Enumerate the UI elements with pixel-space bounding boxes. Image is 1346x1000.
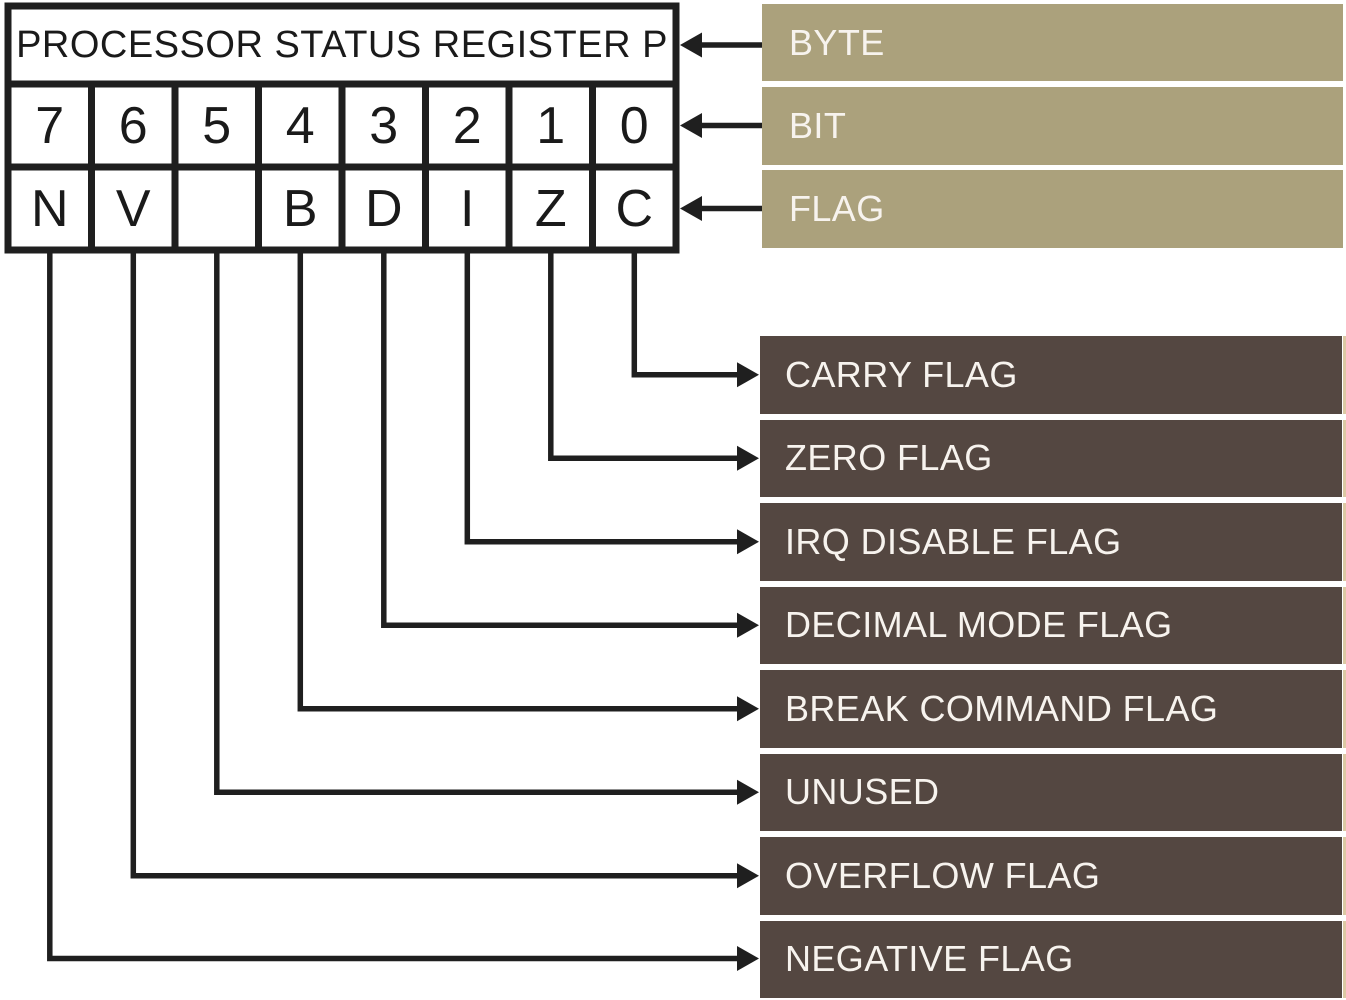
flag-arrow — [680, 196, 762, 221]
connector-bit1-zero — [548, 248, 759, 471]
unused-box: UNUSED — [760, 753, 1342, 831]
break-command-flag-label: BREAK COMMAND FLAG — [785, 687, 1219, 729]
carry-flag-label: CARRY FLAG — [785, 353, 1018, 395]
bit-number-2: 2 — [452, 96, 482, 155]
flag-letter-d: D — [364, 179, 403, 238]
byte-label: BYTE — [789, 21, 885, 63]
bit-number-1: 1 — [536, 96, 566, 155]
cropped-box-edge — [1343, 586, 1346, 664]
flag-label-box: FLAG — [762, 170, 1343, 248]
flag-letter-z: Z — [534, 179, 567, 238]
bit-number-6: 6 — [118, 96, 148, 155]
break-command-flag-box: BREAK COMMAND FLAG — [760, 670, 1342, 748]
cropped-box-edge — [1343, 419, 1346, 497]
decimal-mode-flag-label: DECIMAL MODE FLAG — [785, 604, 1173, 646]
overflow-flag-label: OVERFLOW FLAG — [785, 854, 1101, 896]
zero-flag-box: ZERO FLAG — [760, 419, 1342, 497]
flag-letter-n: N — [30, 179, 69, 238]
cropped-box-edge — [1343, 670, 1346, 748]
bit-number-7: 7 — [35, 96, 65, 155]
bit-number-4: 4 — [285, 96, 315, 155]
connector-bit7-negative — [47, 248, 759, 971]
bit-arrow — [680, 113, 762, 138]
carry-flag-box: CARRY FLAG — [760, 336, 1342, 414]
flag-letter-v: V — [115, 179, 151, 238]
bit-number-3: 3 — [369, 96, 399, 155]
flag-label: FLAG — [789, 188, 885, 229]
irq-disable-flag-label: IRQ DISABLE FLAG — [785, 520, 1122, 562]
negative-flag-label: NEGATIVE FLAG — [785, 938, 1074, 980]
flag-letter-c: C — [615, 179, 654, 238]
cropped-box-edge — [1343, 753, 1346, 831]
cropped-box-edge — [1343, 837, 1346, 915]
flag-letter-unused — [175, 167, 259, 250]
flag-letter-i: I — [460, 179, 475, 238]
connector-bit2-irq — [464, 248, 759, 555]
flag-letter-b: B — [282, 179, 318, 238]
cropped-box-edge — [1343, 503, 1346, 581]
irq-disable-flag-box: IRQ DISABLE FLAG — [760, 503, 1342, 581]
register-title: PROCESSOR STATUS REGISTER P — [16, 24, 668, 66]
connector-bit5-unused — [214, 248, 759, 805]
negative-flag-box: NEGATIVE FLAG — [760, 920, 1342, 998]
connector-bit6-overflow — [130, 248, 759, 889]
bit-label-box: BIT — [762, 87, 1343, 165]
connector-bit0-carry — [631, 248, 759, 388]
cropped-box-edge — [1343, 920, 1346, 998]
register-table-grid — [4, 2, 680, 254]
byte-label-box: BYTE — [762, 4, 1343, 81]
connector-bit3-decimal — [381, 248, 759, 638]
bit-number-0: 0 — [619, 96, 649, 155]
bit-label: BIT — [789, 105, 847, 146]
byte-arrow — [680, 32, 762, 58]
decimal-mode-flag-box: DECIMAL MODE FLAG — [760, 586, 1342, 664]
cropped-box-edge — [1343, 336, 1346, 414]
overflow-flag-box: OVERFLOW FLAG — [760, 837, 1342, 915]
bit-number-5: 5 — [202, 96, 232, 155]
zero-flag-label: ZERO FLAG — [785, 437, 993, 479]
unused-label: UNUSED — [785, 771, 940, 813]
connector-bit4-break — [297, 248, 759, 722]
